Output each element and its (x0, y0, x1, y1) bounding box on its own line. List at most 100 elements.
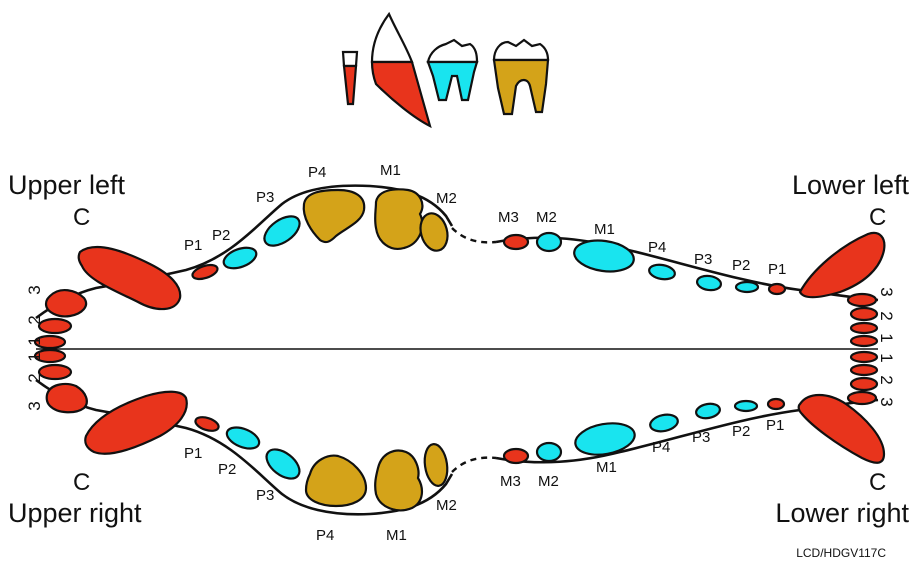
legend-incisor-crown (341, 50, 359, 68)
left-inc-label-2-upper: 2 (25, 315, 44, 324)
lower-right-p1 (766, 397, 786, 411)
left-incisor-2-upper (37, 317, 73, 335)
lower-left-m3 (502, 233, 530, 251)
credit-text: LCD/HDGV117C (796, 546, 886, 560)
upper-left-m2 (419, 212, 449, 252)
label-lower-left-p2: P2 (732, 257, 750, 274)
right-incisor-1-a (849, 321, 879, 335)
legend-premolar (426, 38, 479, 102)
upper-left-p1 (191, 263, 219, 281)
label-lower-left-p3: P3 (694, 251, 712, 268)
lower-left-p3 (695, 274, 723, 292)
legend-canine-crown (370, 11, 414, 64)
upper-right-p3 (265, 448, 301, 480)
lower-right-m3 (502, 447, 530, 465)
canine-label-upper-right: C (73, 469, 90, 496)
label-lower-right-m3: M3 (500, 473, 521, 490)
upper-left-dash (451, 227, 497, 244)
legend-premolar-crown (426, 38, 479, 64)
right-incisor-labels: 3 2 1 1 2 3 (877, 287, 896, 406)
label-upper-left-p3: P3 (256, 189, 274, 206)
right-inc-label-1-lower: 1 (877, 353, 896, 362)
upper-right-p1 (194, 416, 220, 432)
upper-left-p3 (263, 215, 301, 247)
upper-right-canine (84, 390, 188, 455)
upper-right-m2 (423, 443, 449, 487)
upper-right-p4 (304, 454, 368, 508)
legend-canine-root (370, 60, 432, 129)
right-inc-label-2-lower: 2 (877, 375, 896, 384)
left-inc-label-3-upper: 3 (25, 285, 44, 294)
lower-left-p2 (734, 280, 760, 294)
left-incisor-labels: 3 2 1 1 2 3 (25, 285, 44, 410)
right-incisor-2-lower (849, 376, 879, 392)
left-inc-label-3-lower: 3 (25, 401, 44, 410)
left-incisor-3-upper (44, 289, 88, 318)
label-upper-left-p1: P1 (184, 237, 202, 254)
right-incisor-3-upper (846, 292, 878, 308)
lower-right-p4 (649, 413, 679, 433)
label-lower-right-p2: P2 (732, 423, 750, 440)
right-inc-label-3-lower: 3 (877, 397, 896, 406)
left-incisor-2-lower (37, 363, 73, 381)
label-lower-right-p1: P1 (766, 417, 784, 434)
lower-left-m1 (573, 239, 635, 273)
title-lower-left: Lower left (792, 170, 910, 200)
label-lower-left-m2: M2 (536, 209, 557, 226)
label-lower-left-m1: M1 (594, 221, 615, 238)
right-inc-label-1-upper: 1 (877, 333, 896, 342)
label-upper-right-m1: M1 (386, 527, 407, 544)
canine-label-lower-right: C (869, 469, 886, 496)
label-upper-left-m1: M1 (380, 162, 401, 179)
label-lower-right-m2: M2 (538, 473, 559, 490)
right-incisor-1-c (849, 350, 879, 364)
title-upper-right: Upper right (8, 498, 142, 528)
right-incisor-2-upper (849, 306, 879, 322)
lower-arch (495, 231, 886, 465)
label-lower-right-p3: P3 (692, 429, 710, 446)
left-inc-label-1-upper: 1 (25, 336, 44, 345)
legend-incisor (341, 50, 359, 106)
legend-molar-crown (492, 38, 550, 62)
upper-left-canine (77, 246, 182, 311)
legend-premolar-root (426, 60, 479, 102)
right-inc-label-2-upper: 2 (877, 311, 896, 320)
upper-left-p2 (222, 246, 258, 270)
lower-left-canine (798, 231, 886, 299)
lower-right-m1 (574, 422, 636, 456)
upper-left-jaw-line (35, 184, 454, 320)
left-incisor-1a (33, 334, 67, 350)
label-upper-left-p4: P4 (308, 164, 326, 181)
label-lower-right-p4: P4 (652, 439, 670, 456)
left-incisor-1b (33, 348, 67, 364)
lower-left-p1 (767, 282, 787, 296)
legend-molar (492, 38, 550, 116)
tooth-type-legend (341, 11, 550, 129)
upper-right-jaw-line (35, 378, 454, 516)
label-upper-right-p3: P3 (256, 487, 274, 504)
right-incisor-1-d (849, 363, 879, 377)
upper-left-p4 (302, 188, 366, 244)
legend-molar-root (492, 58, 550, 116)
title-upper-left: Upper left (8, 170, 126, 200)
left-inc-label-2-lower: 2 (25, 373, 44, 382)
lower-right-p2 (733, 399, 759, 413)
label-lower-left-p4: P4 (648, 239, 666, 256)
upper-right-m1 (374, 449, 424, 512)
right-inc-label-3-upper: 3 (877, 287, 896, 296)
label-lower-left-p1: P1 (768, 261, 786, 278)
canine-label-lower-left: C (869, 204, 886, 231)
label-upper-left-p2: P2 (212, 227, 230, 244)
title-lower-right: Lower right (775, 498, 909, 528)
left-incisor-3-lower (45, 382, 88, 414)
right-incisor-1-b (849, 334, 879, 348)
lower-left-p4 (648, 263, 676, 281)
lower-right-m2 (535, 441, 563, 463)
label-upper-right-m2: M2 (436, 497, 457, 514)
lower-right-p3 (695, 402, 721, 420)
label-upper-right-p4: P4 (316, 527, 334, 544)
label-upper-right-p1: P1 (184, 445, 202, 462)
lower-left-m2 (535, 231, 563, 253)
label-upper-right-p2: P2 (218, 461, 236, 478)
